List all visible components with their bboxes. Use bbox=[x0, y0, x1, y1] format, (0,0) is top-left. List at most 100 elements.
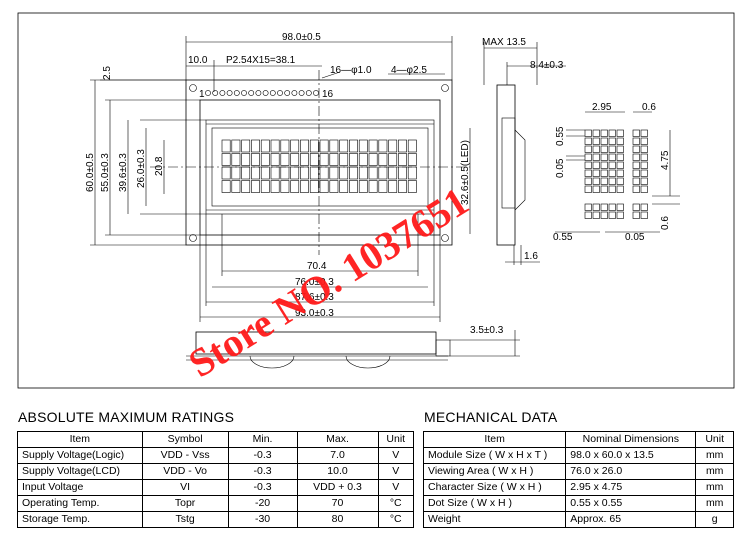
detail-dot bbox=[584, 169, 592, 177]
pin-hole bbox=[291, 90, 298, 96]
character-cell bbox=[398, 180, 407, 193]
dim-pitch: P2.54X15=38.1 bbox=[226, 55, 296, 66]
detail-dot bbox=[592, 177, 600, 185]
detail-dot bbox=[632, 169, 640, 177]
detail-dot bbox=[632, 129, 640, 137]
detail-dot bbox=[640, 177, 648, 185]
side-lcd bbox=[501, 117, 516, 209]
character-cell bbox=[319, 153, 329, 166]
table-cell: 80 bbox=[296, 511, 379, 528]
character-cell bbox=[309, 180, 319, 193]
pin-first-label: 1 bbox=[199, 89, 205, 100]
detail-dot bbox=[600, 153, 608, 161]
detail-dot bbox=[616, 185, 624, 193]
mount-hole bbox=[189, 234, 197, 242]
table-cell: Viewing Area ( W x H ) bbox=[422, 463, 567, 480]
dim-led-height: 32.6±0.5(LED) bbox=[460, 140, 471, 205]
detail-dot bbox=[592, 161, 600, 169]
pin-hole bbox=[305, 90, 312, 96]
character-cell bbox=[290, 180, 300, 193]
detail-dot bbox=[632, 203, 640, 211]
bottom-view: 3.5±0.3 bbox=[186, 325, 520, 369]
table-cell: Storage Temp. bbox=[17, 511, 143, 528]
table-cell: VDD + 0.3 bbox=[296, 479, 379, 496]
dim-pin-hole: 16—φ1.0 bbox=[330, 65, 372, 76]
character-cell bbox=[319, 139, 329, 153]
table-cell: VI bbox=[141, 479, 229, 496]
dim-dot-gap-a: 0.55 bbox=[555, 126, 566, 146]
detail-dot bbox=[640, 129, 648, 137]
table-cell: V bbox=[377, 463, 415, 480]
character-cell bbox=[300, 153, 309, 166]
detail-dot bbox=[616, 153, 624, 161]
dim-overall-height: 60.0±0.5 bbox=[85, 153, 96, 192]
character-cell bbox=[221, 166, 231, 180]
pin-hole bbox=[284, 90, 291, 96]
dim-char-width: 2.95 bbox=[592, 102, 612, 113]
mechanical-drawing: 1 16 98.0±0.5 10.0 P2.54X15=38.1 16—φ1.0… bbox=[17, 12, 735, 389]
character-cell bbox=[280, 180, 290, 193]
character-cell bbox=[378, 139, 388, 153]
dim-bezel-width: 93.0±0.3 bbox=[295, 308, 334, 319]
detail-dot bbox=[608, 185, 616, 193]
table-cell: -20 bbox=[227, 495, 298, 512]
detail-dot-grid bbox=[584, 129, 648, 219]
detail-dot bbox=[632, 177, 640, 185]
character-cell bbox=[290, 139, 300, 153]
table-cell: 98.0 x 60.0 x 13.5 bbox=[565, 447, 697, 464]
mechanical-title: MECHANICAL DATA bbox=[424, 409, 558, 425]
dim-dot-gap-b: 0.05 bbox=[555, 158, 566, 178]
detail-dot bbox=[584, 203, 592, 211]
detail-dot bbox=[608, 129, 616, 137]
character-cell bbox=[270, 166, 280, 180]
character-cell bbox=[329, 180, 339, 193]
character-cell bbox=[358, 166, 368, 180]
character-cell bbox=[280, 139, 290, 153]
character-cell bbox=[270, 180, 280, 193]
detail-dot bbox=[616, 161, 624, 169]
table-row: Module Size ( W x H x T )98.0 x 60.0 x 1… bbox=[422, 447, 734, 464]
pin-hole bbox=[226, 90, 233, 96]
col-header: Item bbox=[422, 431, 567, 448]
table-cell: g bbox=[695, 511, 734, 528]
side-backlight bbox=[514, 129, 526, 211]
detail-dot bbox=[600, 169, 608, 177]
character-cell bbox=[309, 166, 319, 180]
mount-hole bbox=[441, 84, 449, 92]
dim-pitch-left: 10.0 bbox=[188, 55, 208, 66]
dim-gap-width: 0.6 bbox=[642, 102, 656, 113]
character-cell bbox=[251, 180, 260, 193]
detail-dot bbox=[640, 203, 648, 211]
table-cell: -30 bbox=[227, 511, 298, 528]
detail-dot bbox=[632, 145, 640, 153]
detail-dot bbox=[600, 203, 608, 211]
character-cell bbox=[260, 139, 270, 153]
table-cell: Module Size ( W x H x T ) bbox=[422, 447, 567, 464]
character-cell bbox=[290, 166, 300, 180]
character-cell bbox=[251, 153, 260, 166]
detail-dot bbox=[608, 137, 616, 145]
detail-dot bbox=[640, 145, 648, 153]
character-cell bbox=[368, 139, 378, 153]
dim-gap-height: 0.6 bbox=[660, 216, 671, 230]
led-dimension: 32.6±0.5(LED) bbox=[460, 128, 471, 234]
detail-dot bbox=[592, 129, 600, 137]
character-cell bbox=[388, 166, 398, 180]
character-cell bbox=[231, 139, 241, 153]
character-cell bbox=[378, 153, 388, 166]
character-cell bbox=[339, 153, 349, 166]
detail-dot bbox=[584, 137, 592, 145]
character-cell bbox=[221, 139, 231, 153]
dim-backlight-thickness: 3.5±0.3 bbox=[470, 325, 504, 336]
character-cell bbox=[407, 153, 417, 166]
table-cell: 70 bbox=[296, 495, 379, 512]
bottom-dimensions: 70.4 76.0±0.3 87.6±0.3 93.0±0.3 bbox=[199, 214, 441, 322]
character-cell bbox=[300, 180, 309, 193]
character-cell bbox=[241, 166, 251, 180]
pin-hole bbox=[248, 90, 255, 96]
character-cell bbox=[407, 166, 417, 180]
mechanical-header-row: Item Nominal Dimensions Unit bbox=[422, 431, 734, 448]
